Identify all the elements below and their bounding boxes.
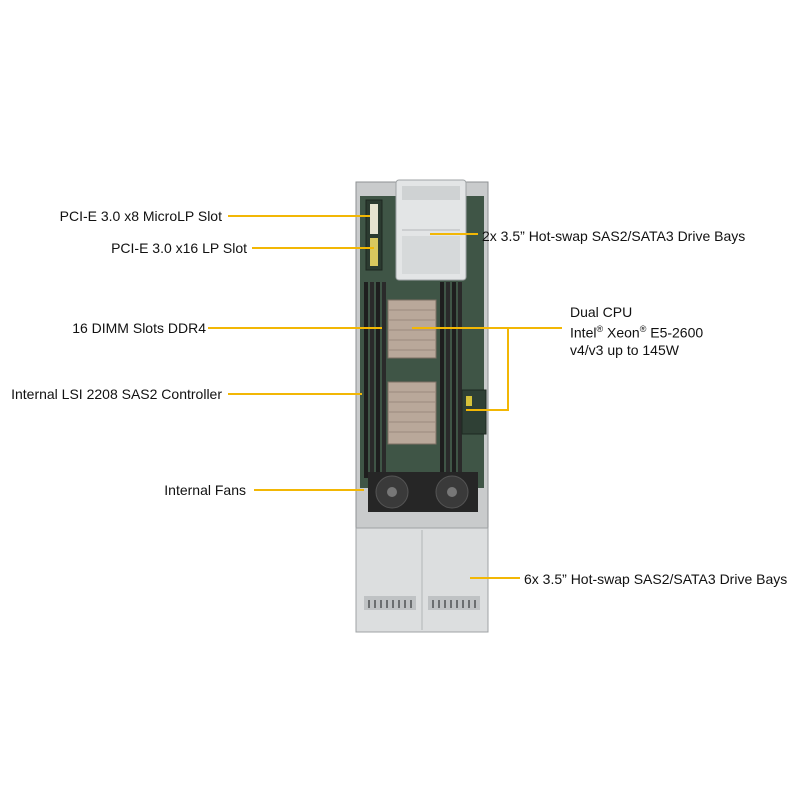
cpu-line-1: Dual CPU xyxy=(570,304,633,320)
side-daughter-board xyxy=(461,389,487,435)
registered-mark-1: ® xyxy=(596,324,604,334)
leader-lines xyxy=(208,215,562,579)
callout-cpu: Dual CPU Intel® Xeon® E5-2600 v4/v3 up t… xyxy=(570,304,703,359)
internal-fan-row xyxy=(368,472,478,512)
cpu-line-2: Intel® Xeon® E5-2600 xyxy=(570,321,703,342)
cpu-heatsink-2 xyxy=(387,381,437,445)
cpu-model: E5-2600 xyxy=(646,324,704,341)
callout-rear-drive-bays: 2x 3.5” Hot-swap SAS2/SATA3 Drive Bays xyxy=(482,228,746,244)
leader-cpu xyxy=(412,327,509,411)
cpu-family: Xeon xyxy=(603,324,640,341)
dimm-slots-right xyxy=(440,282,462,478)
callout-x16-lp-slot: PCI-E 3.0 x16 LP Slot xyxy=(111,240,247,256)
callout-front-drive-bays: 6x 3.5” Hot-swap SAS2/SATA3 Drive Bays xyxy=(524,571,788,587)
callout-microlp-slot: PCI-E 3.0 x8 MicroLP Slot xyxy=(59,208,222,224)
callout-dimm-slots: 16 DIMM Slots DDR4 xyxy=(72,320,206,336)
front-drive-bays xyxy=(355,527,489,633)
cpu-brand: Intel xyxy=(570,324,597,341)
callout-internal-fans: Internal Fans xyxy=(164,482,246,498)
dimm-slots-left xyxy=(364,282,386,478)
registered-mark-2: ® xyxy=(639,324,647,334)
callout-lsi-controller: Internal LSI 2208 SAS2 Controller xyxy=(11,386,222,402)
cpu-line-3: v4/v3 up to 145W xyxy=(570,341,679,358)
